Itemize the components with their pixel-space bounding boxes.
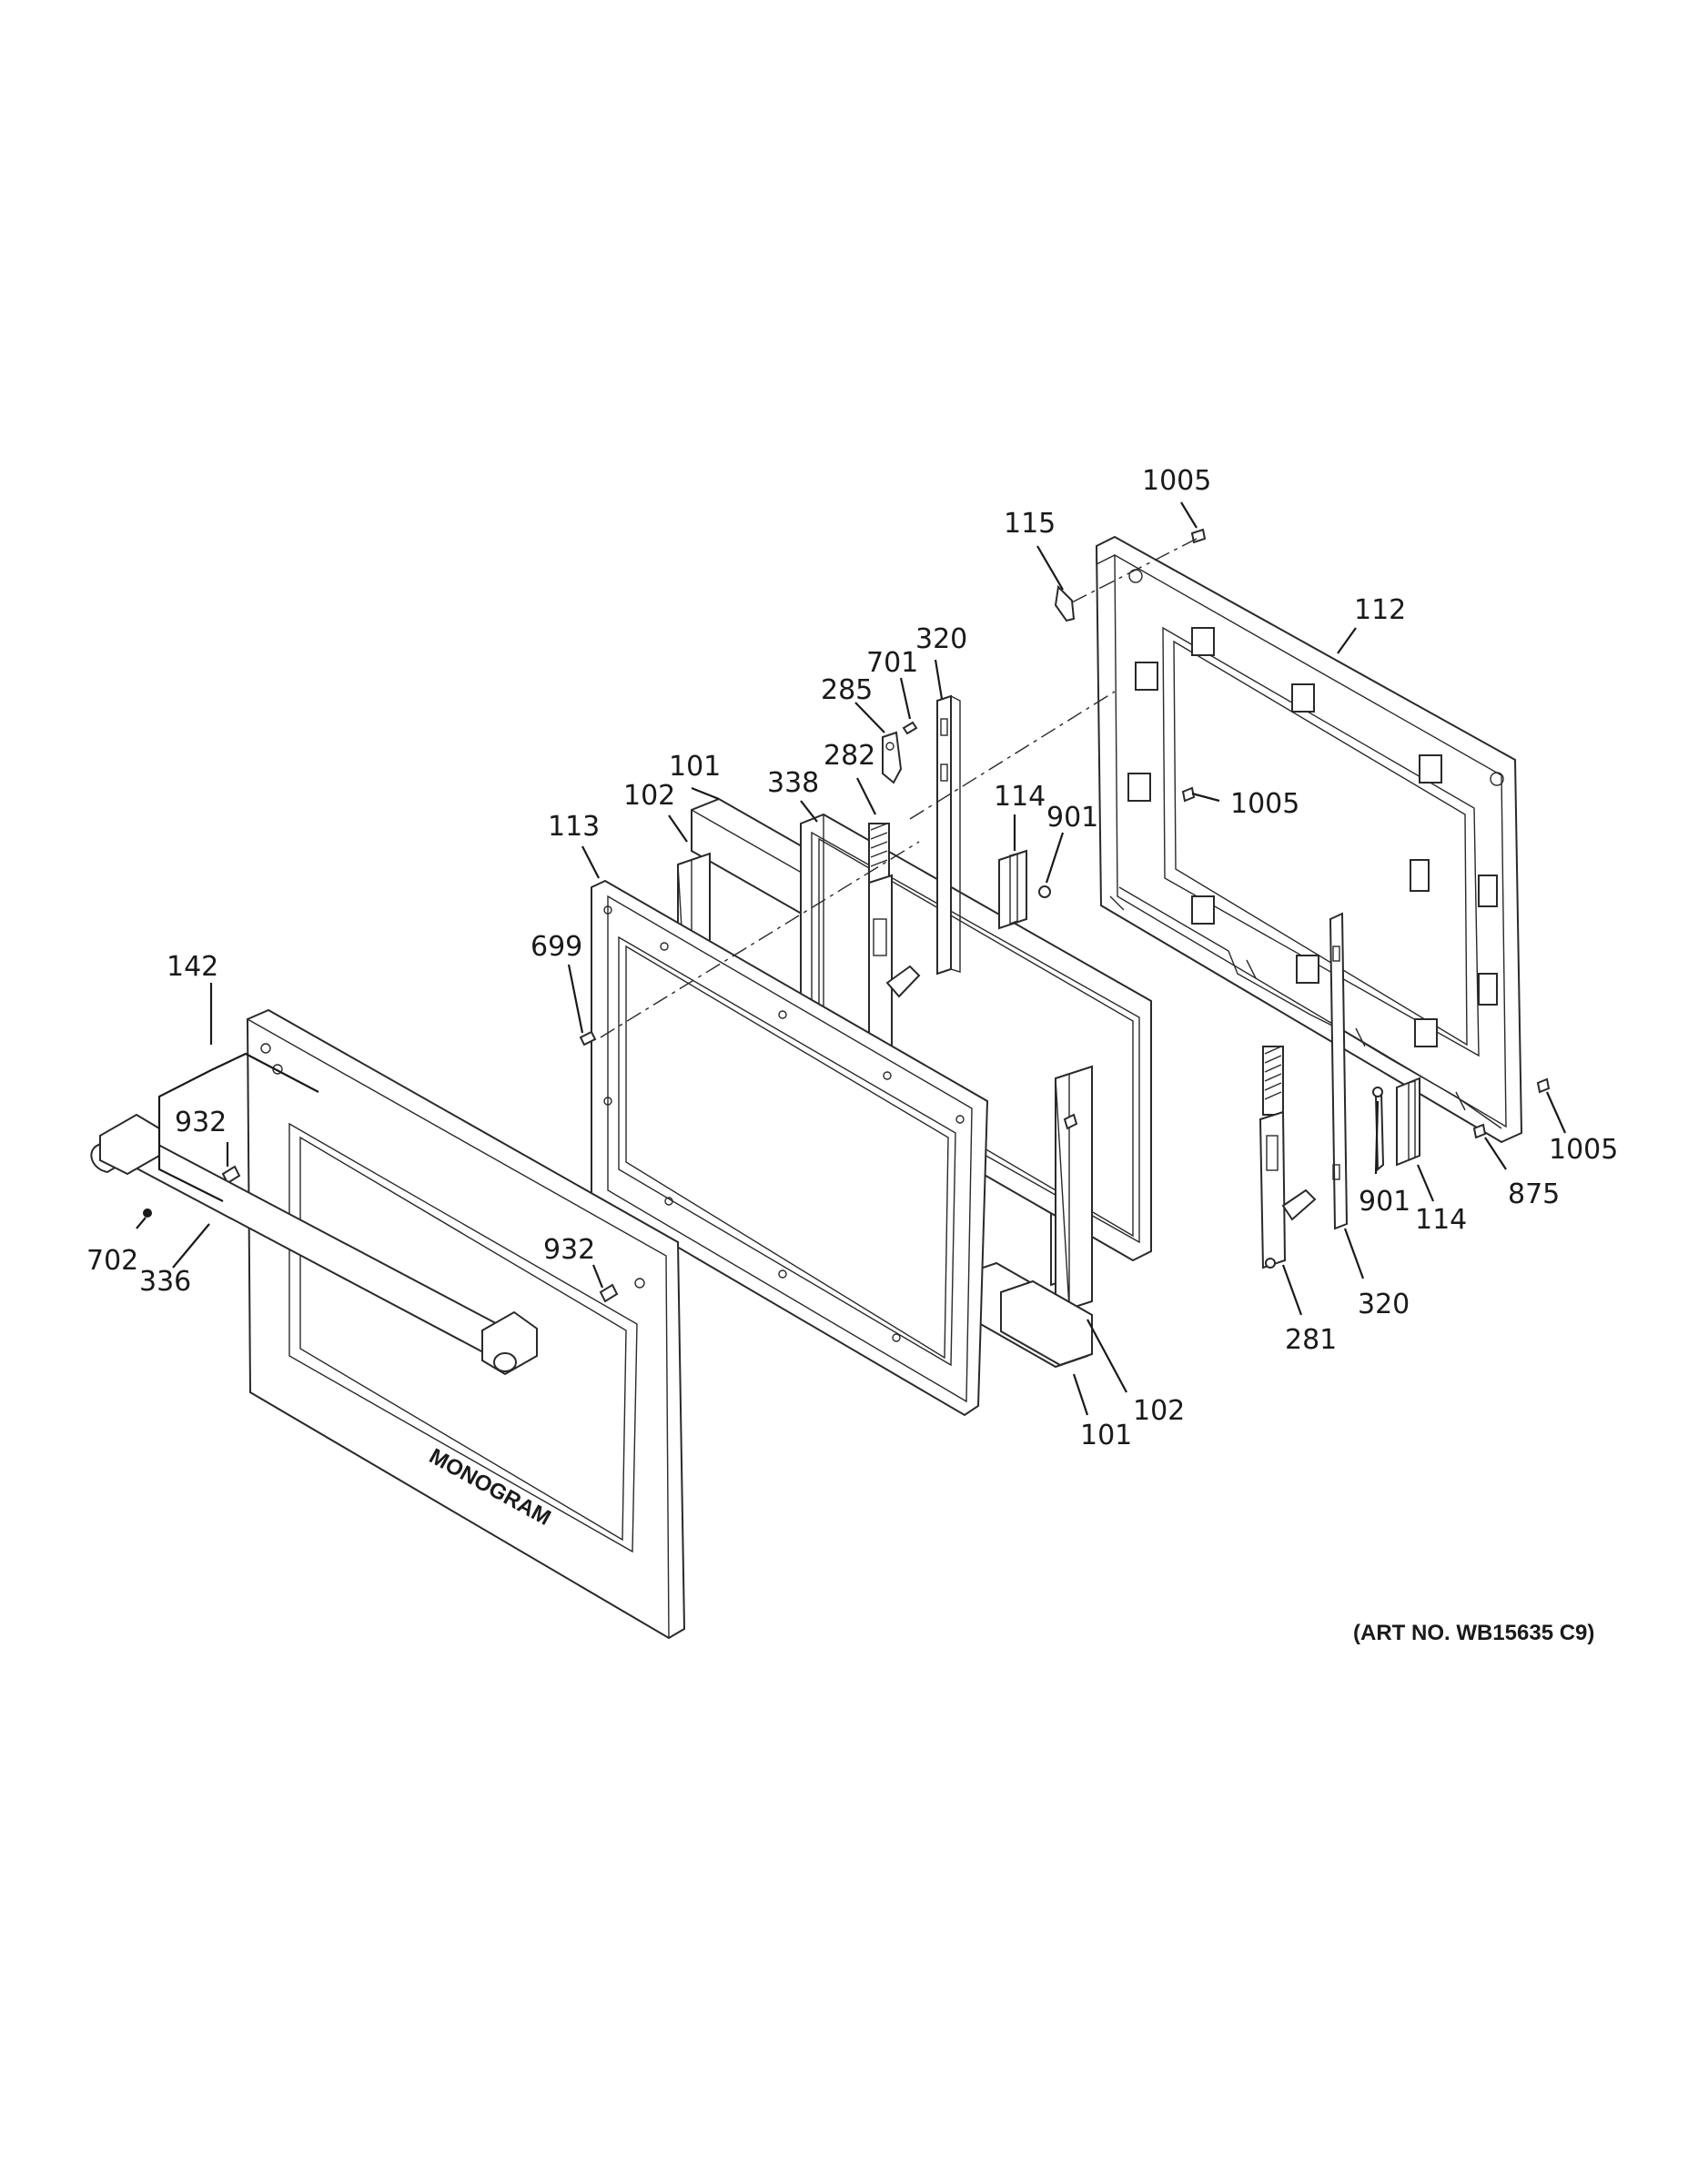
callout-901a: 901 [1046, 802, 1098, 834]
callout-282: 282 [824, 740, 875, 772]
rear-door-panel-112 [1095, 535, 1523, 1144]
callout-336: 336 [139, 1266, 191, 1298]
callout-338: 338 [767, 767, 819, 799]
callout-320a: 320 [915, 623, 967, 655]
callout-875: 875 [1508, 1178, 1560, 1210]
callout-102b: 102 [1133, 1395, 1185, 1427]
small-hardware [1054, 528, 1551, 1139]
bracket-114-upper [998, 849, 1051, 930]
callout-142: 142 [167, 951, 218, 983]
callout-115: 115 [1004, 508, 1056, 540]
callout-932a: 932 [175, 1107, 227, 1138]
insulation-front [1000, 1065, 1093, 1367]
callout-114a: 114 [994, 781, 1046, 813]
callout-1005c: 1005 [1549, 1134, 1618, 1166]
callout-699: 699 [531, 931, 582, 963]
callout-labels: 1005 115 112 320 701 285 282 101 338 102… [86, 465, 1618, 1451]
callout-701: 701 [866, 647, 918, 679]
handle-336 [90, 1113, 538, 1376]
callout-101a: 101 [669, 751, 721, 783]
art-number: (ART NO. WB15635 C9) [1353, 1621, 1594, 1645]
callout-901b: 901 [1359, 1186, 1410, 1218]
callout-101b: 101 [1080, 1420, 1132, 1451]
right-hinge-assembly [1258, 912, 1420, 1269]
callout-320b: 320 [1358, 1289, 1410, 1320]
callout-285: 285 [821, 674, 873, 706]
callout-702: 702 [86, 1245, 138, 1277]
callout-113: 113 [548, 811, 600, 843]
callout-102a: 102 [623, 780, 675, 812]
callout-114b: 114 [1415, 1204, 1467, 1236]
callout-1005b: 1005 [1230, 788, 1299, 820]
callout-1005a: 1005 [1142, 465, 1211, 497]
bracket-142 [157, 1052, 319, 1202]
alignment-lines [600, 538, 1198, 1038]
callout-281: 281 [1285, 1324, 1337, 1356]
callout-932b: 932 [543, 1234, 595, 1266]
leader-lines [136, 501, 1567, 1416]
callout-112: 112 [1354, 594, 1406, 626]
